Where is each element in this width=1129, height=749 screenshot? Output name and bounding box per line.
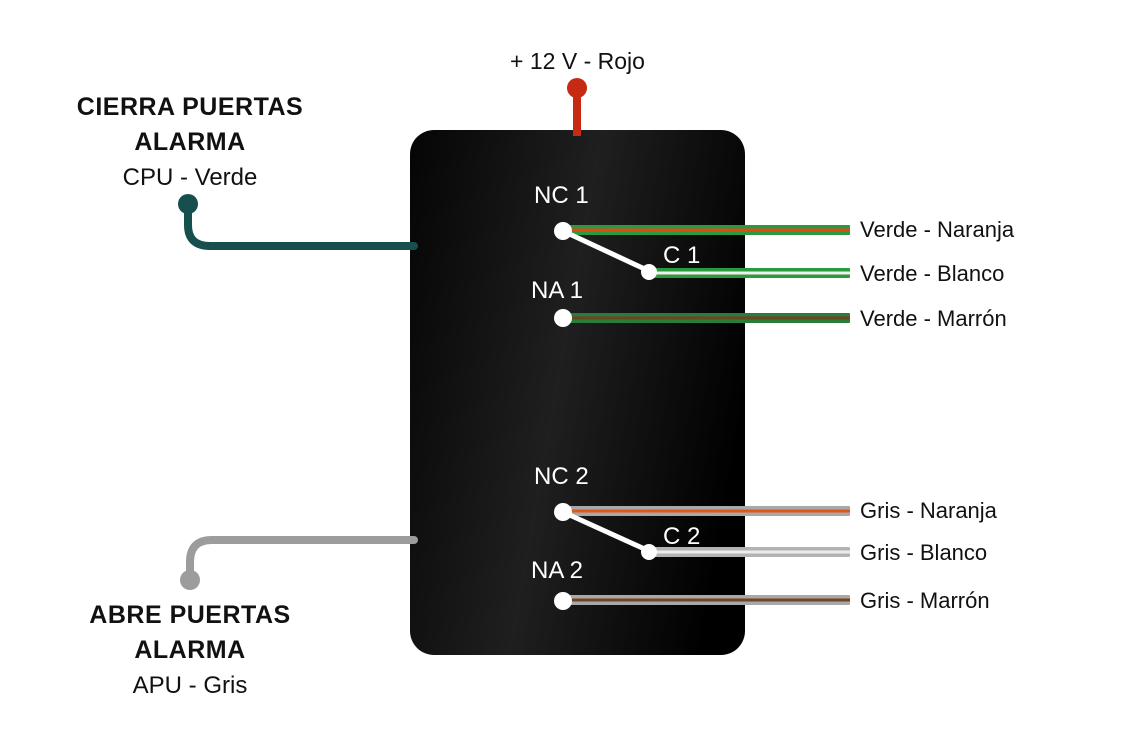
relay-body xyxy=(410,130,745,655)
power-label: + 12 V - Rojo xyxy=(510,48,645,74)
wire-verde-blanco xyxy=(650,268,850,278)
switch1-blade xyxy=(560,228,652,274)
cpu-wire xyxy=(184,202,418,250)
wire-label-gris-blanco: Gris - Blanco xyxy=(860,540,988,565)
apu-wire-terminal-dot xyxy=(180,570,200,590)
power-wire-terminal-dot xyxy=(567,78,587,98)
switch1-c-label: C 1 xyxy=(663,242,701,269)
wire-gris-naranja xyxy=(563,506,850,516)
wire-label-verde-naranja: Verde - Naranja xyxy=(860,217,1015,242)
cpu-line1: CIERRA PUERTAS xyxy=(76,93,304,121)
switch1-nc-label: NC 1 xyxy=(534,182,589,209)
apu-line1: ABRE PUERTAS xyxy=(89,601,291,629)
switch2-blade xyxy=(560,509,652,554)
wire-verde-marron xyxy=(563,313,850,323)
cpu-text-block: CIERRA PUERTAS ALARMA CPU - Verde xyxy=(20,90,360,196)
cpu-line3: CPU - Verde xyxy=(122,164,258,191)
wire-gris-marron xyxy=(563,595,850,605)
switch1-c-contact-dot xyxy=(641,264,657,280)
switch2-na-label: NA 2 xyxy=(531,557,584,584)
wire-label-gris-marron: Gris - Marrón xyxy=(860,588,990,613)
switch1-nc-contact-dot xyxy=(554,222,572,240)
switch2-na-contact-dot xyxy=(554,592,572,610)
switch2-c-label: C 2 xyxy=(663,523,701,550)
switch2-c-contact-dot xyxy=(641,544,657,560)
switch2-nc-label: NC 2 xyxy=(534,463,589,490)
switch1-na-contact-dot xyxy=(554,309,572,327)
apu-wire xyxy=(186,536,418,581)
wire-verde-naranja xyxy=(563,225,850,235)
wire-label-gris-naranja: Gris - Naranja xyxy=(860,498,997,523)
cpu-line2: ALARMA xyxy=(134,128,246,156)
wire-gris-blanco xyxy=(650,547,850,557)
switch2-nc-contact-dot xyxy=(554,503,572,521)
wire-label-verde-blanco: Verde - Blanco xyxy=(860,261,1005,286)
wire-label-verde-marron: Verde - Marrón xyxy=(860,306,1007,331)
cpu-wire-terminal-dot xyxy=(178,194,198,214)
apu-text-block: ABRE PUERTAS ALARMA APU - Gris xyxy=(20,598,360,704)
apu-line2: ALARMA xyxy=(134,636,246,664)
apu-line3: APU - Gris xyxy=(132,672,248,699)
switch1-na-label: NA 1 xyxy=(531,277,584,304)
